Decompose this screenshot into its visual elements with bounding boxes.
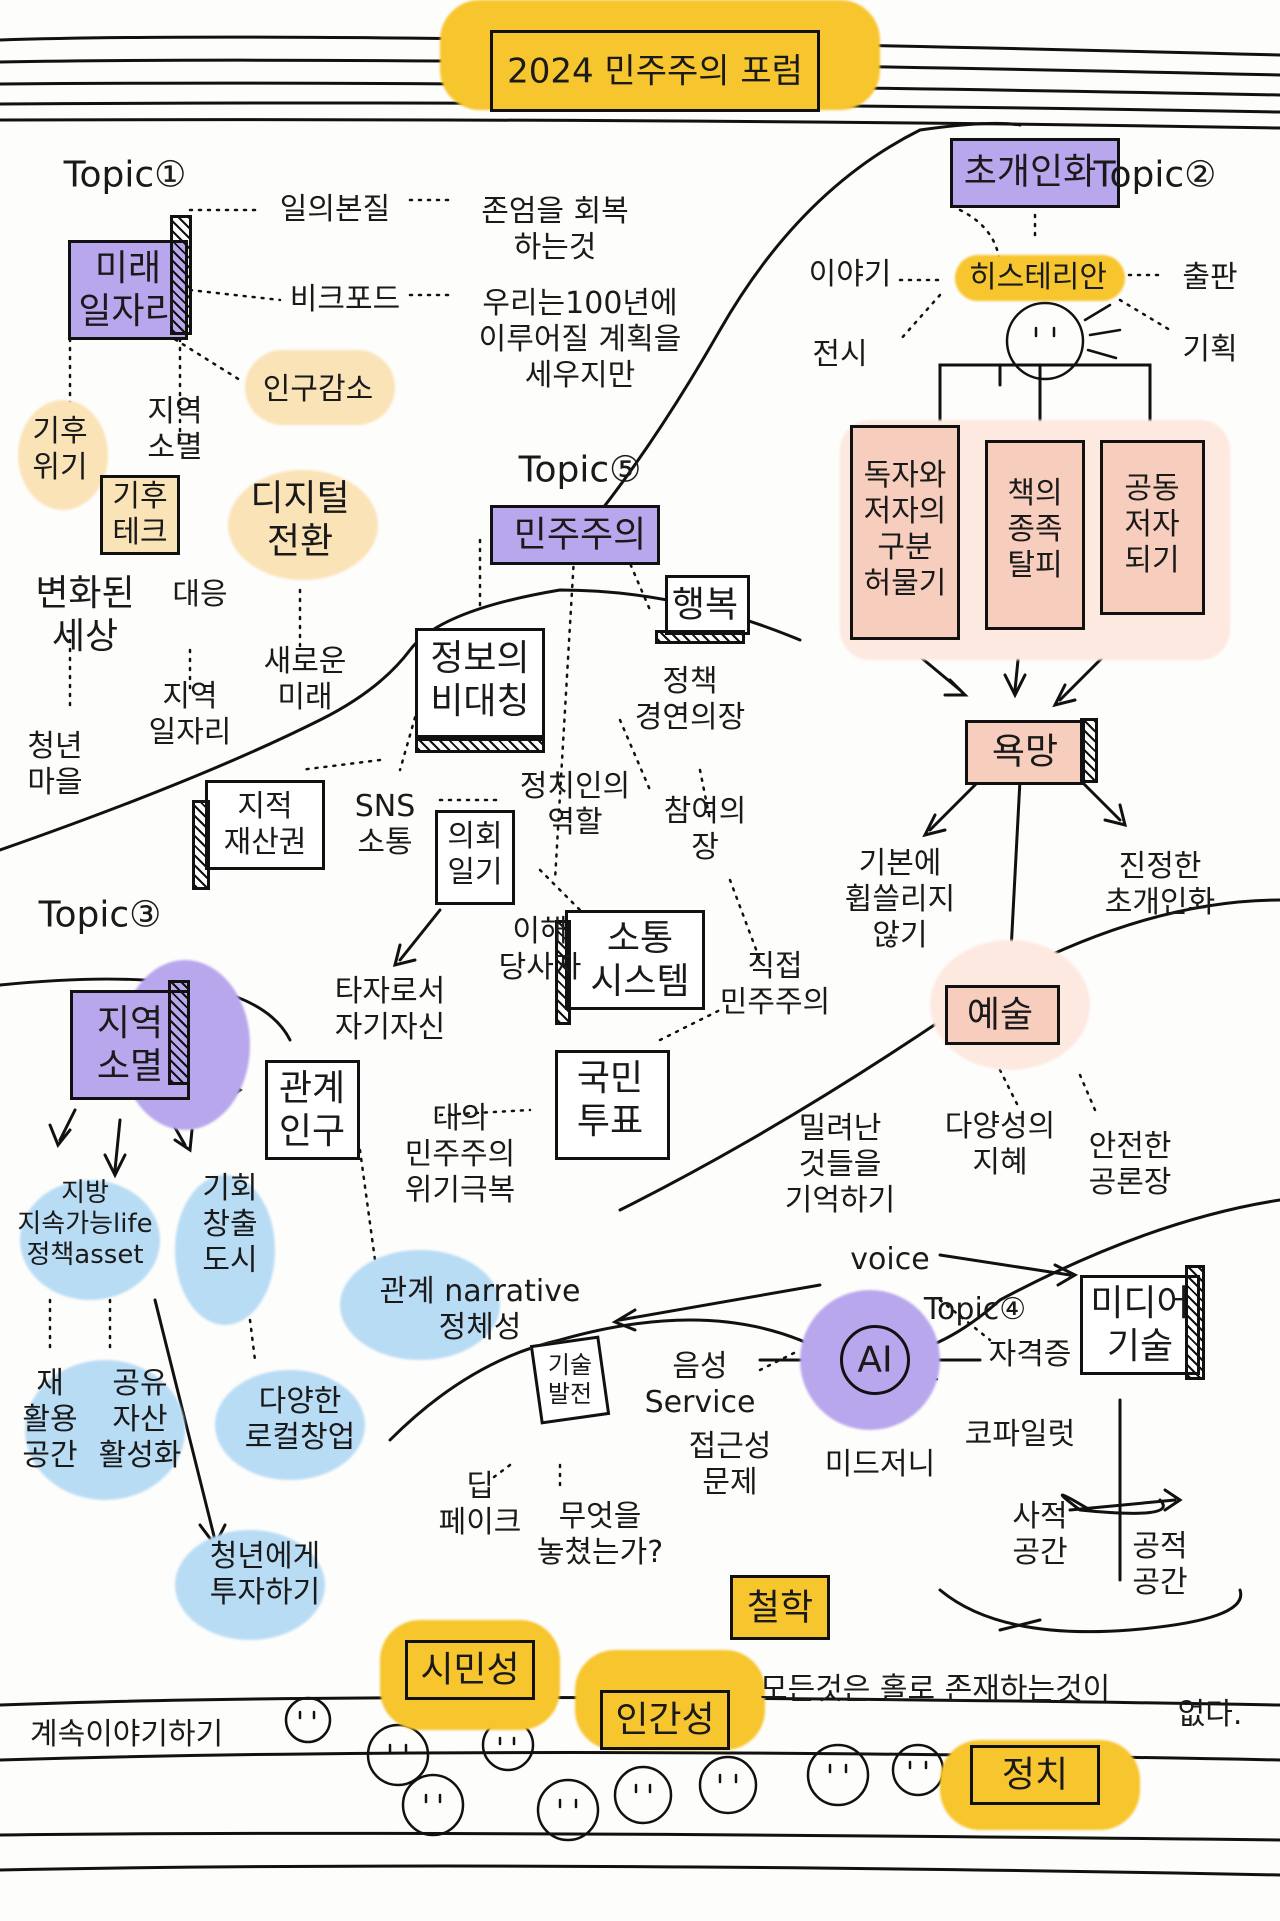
self-as-other: 타자로서 자기자신	[335, 974, 445, 1046]
remember-pushed: 밀려난 것들을 기억하기	[785, 1111, 895, 1219]
digital-transition: 디지털 전환	[250, 477, 349, 563]
certification: 자격증	[989, 1337, 1072, 1373]
card-reader-author: 독자와 저자의 구분 허물기	[864, 458, 947, 602]
topic5-label: Topic⑤	[519, 448, 642, 491]
citizenship: 시민성	[420, 1648, 519, 1691]
climate-tech: 기후 테크	[112, 479, 167, 551]
humanity: 인간성	[615, 1698, 714, 1741]
story: 이야기	[809, 257, 892, 293]
opportunity-city: 기회 창출 도시	[202, 1171, 257, 1279]
politics: 정치	[1002, 1753, 1068, 1796]
topic2-label: Topic②	[1094, 153, 1217, 196]
changed-world: 변화된 세상	[35, 572, 134, 658]
sns-communication: SNS 소통	[355, 789, 416, 861]
true-personalization: 진정한 초개인화	[1105, 849, 1215, 921]
tech-development: 기술 발전	[548, 1351, 592, 1409]
publishing: 출판	[1182, 260, 1237, 296]
reuse-space: 재 활용 공간	[22, 1366, 77, 1474]
info-asymmetry: 정보의 비대칭	[430, 637, 529, 723]
parliament-diary: 의회 일기	[447, 819, 502, 891]
desire-side	[1080, 718, 1098, 783]
historian: 히스테리안	[969, 260, 1107, 296]
happiness: 행복	[672, 583, 738, 626]
essence-of-work: 일의본질	[280, 192, 390, 228]
local-startups: 다양한 로컬창업	[245, 1384, 355, 1456]
ip-side	[192, 800, 210, 890]
climate-crisis: 기후 위기	[32, 414, 87, 486]
public-space: 공적 공간	[1132, 1529, 1187, 1601]
restore-dignity: 존엄을 회복 하는것	[481, 194, 629, 266]
referendum: 국민 투표	[577, 1057, 643, 1143]
happy-side	[655, 630, 745, 644]
communication-system: 소통 시스템	[590, 917, 689, 1003]
voice: voice	[850, 1242, 929, 1278]
bickford: 비크포드	[290, 282, 400, 318]
overcome-rep-crisis: 대의 민주주의 위기극복	[405, 1101, 515, 1209]
shared-assets: 공유 자산 활성화	[99, 1366, 182, 1474]
relation-narrative: 관계 narrative 정체성	[380, 1274, 581, 1346]
safe-public-sphere: 안전한 공론장	[1089, 1129, 1172, 1201]
nothing-exists-alone: 모든것은 홀로 존재하는것이	[760, 1672, 1110, 1708]
voice-service: 음성 Service	[645, 1349, 756, 1421]
keep-telling: 계속이야기하기	[30, 1717, 223, 1753]
ai: AI	[857, 1338, 892, 1381]
local-policy: 지방 지속가능life 정책asset	[17, 1178, 152, 1272]
population-decline: 인구감소	[263, 372, 373, 408]
democracy: 민주주의	[514, 513, 646, 556]
deepfake: 딥 페이크	[439, 1469, 522, 1541]
relational-population: 관계 인구	[279, 1067, 345, 1153]
copilot: 코파일럿	[965, 1417, 1075, 1453]
participation-place: 참여의 장	[664, 794, 747, 866]
forum-title: 2024 민주주의 포럼	[507, 52, 803, 93]
regional-extinction-main: 지역 소멸	[97, 1002, 163, 1088]
exhibition: 전시	[812, 337, 867, 373]
region-side	[168, 980, 190, 1085]
regional-extinction: 지역 소멸	[147, 394, 202, 466]
youth-village: 청년 마을	[27, 729, 82, 801]
new-future: 새로운 미래	[264, 644, 347, 716]
future-jobs: 미래 일자리	[78, 247, 177, 333]
hundred-year-plan: 우리는100년에 이루어질 계획을 세우지만	[479, 286, 682, 394]
topic1-label: Topic①	[64, 153, 187, 196]
nothing-exists-end: 없다.	[1178, 1697, 1243, 1733]
direct-democracy: 직접 민주주의	[720, 949, 830, 1021]
desire: 욕망	[992, 730, 1058, 773]
planning: 기획	[1182, 332, 1237, 368]
hyper-personalization: 초개인화	[964, 150, 1096, 193]
stakeholders: 이해 당사자	[499, 914, 582, 986]
card-book-species: 책의 종족 탈피	[1007, 476, 1062, 584]
basic-not-swept: 기본에 휩쓸리지 않기	[845, 846, 955, 954]
art: 예술	[967, 993, 1033, 1036]
private-space: 사적 공간	[1012, 1499, 1067, 1571]
intellectual-property: 지적 재산권	[224, 789, 307, 861]
card-coauthor: 공동 저자 되기	[1124, 471, 1179, 579]
accessibility: 접근성 문제	[689, 1429, 772, 1501]
topic3-label: Topic③	[39, 893, 162, 936]
philosophy: 철학	[747, 1586, 813, 1629]
response: 대응	[172, 577, 227, 613]
invest-in-youth: 청년에게 투자하기	[210, 1539, 320, 1611]
info-side	[415, 738, 545, 753]
wisdom-of-diversity: 다양성의 지혜	[945, 1109, 1055, 1181]
media-tech: 미디어 기술	[1090, 1282, 1189, 1368]
politician-role: 정치인의 역할	[520, 769, 630, 841]
local-jobs: 지역 일자리	[149, 679, 232, 751]
topic4-label: Topic④	[924, 1292, 1026, 1328]
midjourney: 미드저니	[825, 1447, 935, 1483]
what-missed: 무엇을 놓쳤는가?	[537, 1499, 663, 1571]
policy-contest: 정책 경연의장	[635, 664, 745, 736]
